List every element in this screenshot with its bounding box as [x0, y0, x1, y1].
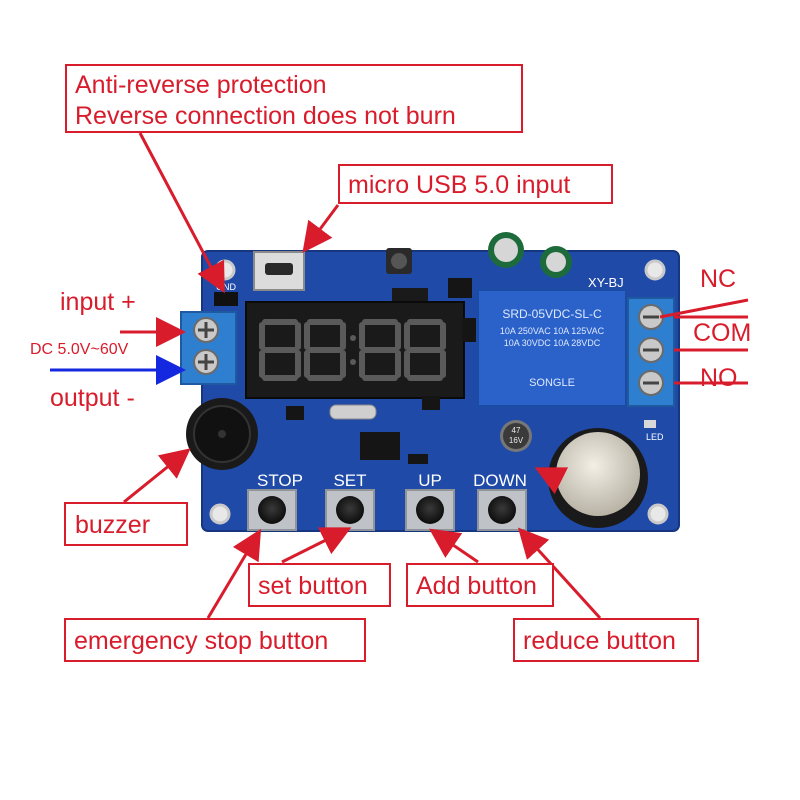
input-label: input +: [60, 288, 136, 316]
add-button-callout: Add button: [406, 563, 554, 607]
led-silk: LED: [646, 432, 664, 442]
capacitor-right: [540, 246, 572, 278]
protection-callout: Anti-reverse protection Reverse connecti…: [65, 64, 523, 133]
reduce-button-callout-text: reduce button: [523, 627, 676, 655]
micro-usb-port: [253, 251, 305, 291]
voltage-label: DC 5.0V~60V: [30, 341, 129, 358]
add-button-callout-text: Add button: [416, 572, 537, 600]
svg-text:16V: 16V: [509, 436, 524, 445]
relay: SRD-05VDC-SL-C 10A 250VAC 10A 125VAC 10A…: [477, 289, 627, 407]
small-capacitor: 47 16V: [500, 420, 532, 452]
com-label: COM: [693, 319, 752, 347]
diode-d5: [408, 454, 428, 464]
transistor-q2: [422, 396, 440, 410]
buzzer-callout: buzzer: [64, 502, 188, 546]
buzzer-callout-text: buzzer: [75, 511, 151, 539]
mounting-holes: [209, 259, 669, 525]
set-silk: SET: [333, 471, 366, 490]
model-silk: XY-BJ: [588, 275, 624, 290]
relay-model: SRD-05VDC-SL-C: [502, 307, 602, 321]
buzzer-component: [186, 398, 258, 470]
svg-text:47: 47: [512, 426, 521, 435]
callout-leaders: [120, 132, 749, 620]
set-button-callout: set button: [248, 563, 391, 607]
nc-label: NC: [700, 265, 737, 293]
status-led: [644, 420, 656, 428]
diode-d1: [462, 318, 476, 342]
capacitor-left: [488, 232, 524, 268]
inductor: [386, 248, 412, 274]
down-tactile-button[interactable]: [477, 489, 527, 531]
protection-line-2: Reverse connection does not burn: [75, 102, 456, 130]
emergency-stop-callout-text: emergency stop button: [74, 627, 329, 655]
output-label: output -: [50, 384, 135, 412]
crystal: [329, 404, 377, 420]
set-tactile-button[interactable]: [325, 489, 375, 531]
stop-tactile-button[interactable]: [247, 489, 297, 531]
relay-brand: SONGLE: [529, 377, 575, 389]
seven-segment-display: [245, 301, 465, 399]
set-button-callout-text: set button: [258, 572, 368, 600]
stop-silk: STOP: [257, 471, 303, 490]
input-terminal-block: [180, 311, 237, 385]
emergency-stop-callout: emergency stop button: [64, 618, 366, 662]
down-silk: DOWN: [473, 471, 527, 490]
up-silk: UP: [418, 471, 442, 490]
usb-callout: micro USB 5.0 input: [338, 164, 613, 204]
relay-rating-2: 10A 30VDC 10A 28VDC: [504, 338, 601, 348]
smd-part: [448, 278, 472, 298]
transistor-q1: [286, 406, 304, 420]
mcu-chip: [360, 432, 400, 460]
up-tactile-button[interactable]: [405, 489, 455, 531]
gnd-silk: GND: [216, 282, 237, 292]
protection-line-1: Anti-reverse protection: [75, 71, 327, 99]
protection-diode: [214, 292, 238, 306]
coin-battery: [548, 428, 648, 528]
no-label: NO: [700, 364, 738, 392]
usb-callout-text: micro USB 5.0 input: [348, 171, 571, 199]
reduce-button-callout: reduce button: [513, 618, 699, 662]
relay-rating-1: 10A 250VAC 10A 125VAC: [500, 326, 605, 336]
